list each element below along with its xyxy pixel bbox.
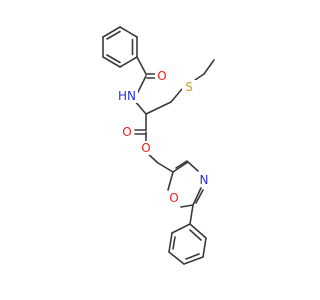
oxazole-ring <box>167 160 204 208</box>
sulfur-label: S <box>185 80 193 94</box>
side-chain <box>133 59 215 115</box>
ester-carbonyl-oxygen-label: O <box>122 125 131 139</box>
oxazole-nitrogen-label: N <box>200 173 209 187</box>
amide-oxygen-label: O <box>157 69 166 83</box>
atom-labels: O HN S O O O N <box>116 69 211 205</box>
molecule-structure: O HN S O O O N <box>102 26 215 265</box>
benzoyl-phenyl-ring <box>102 26 138 68</box>
amide-nitrogen-label: HN <box>118 89 136 103</box>
phenyl-ring <box>168 204 207 265</box>
amide-group <box>136 56 159 95</box>
oxazole-oxygen-label: O <box>169 191 178 205</box>
ester-oxygen-label: O <box>141 141 150 155</box>
